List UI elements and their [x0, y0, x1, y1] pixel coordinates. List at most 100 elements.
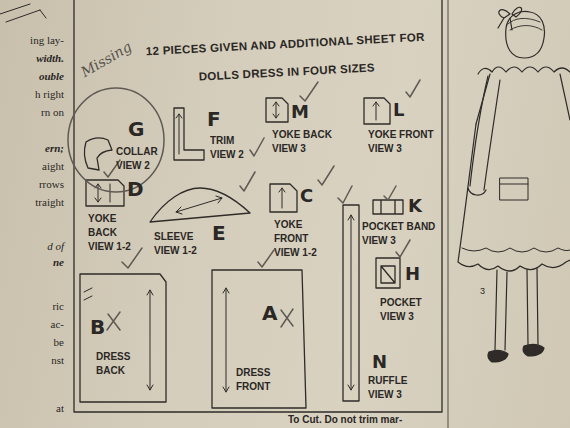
check-mark [258, 250, 274, 267]
pattern-piece: K POCKET BAND VIEW 3 [359, 193, 445, 251]
collar-piece [84, 138, 112, 170]
pattern-piece: D YOKE BACK VIEW 1-2 [85, 175, 147, 257]
margin-text: d of [47, 240, 64, 253]
dress-back-piece [80, 274, 166, 402]
sketch-fragment [0, 4, 46, 22]
dress-front-piece [212, 270, 306, 408]
margin-text: ern; [45, 142, 64, 155]
piece-label: COLLAR VIEW 2 [116, 145, 162, 173]
pattern-piece: E SLEEVE VIEW 1-2 [151, 219, 229, 261]
pocket-piece [376, 258, 400, 288]
margin-text: ing lay- [30, 34, 64, 47]
piece-letter: C [300, 186, 313, 206]
piece-letter: B [90, 316, 105, 338]
grain-arrow [279, 188, 285, 208]
pattern-piece: G COLLAR VIEW 2 [113, 115, 165, 176]
yoke-back-piece [266, 98, 288, 122]
margin-text: at [56, 402, 64, 415]
margin-text: ouble [39, 70, 64, 83]
piece-label: POCKET BAND VIEW 3 [362, 220, 442, 248]
handwritten-note: Missing [78, 38, 134, 80]
head [506, 12, 545, 58]
shoes [488, 344, 544, 362]
pocket-band-piece [373, 200, 403, 214]
piece-label: YOKE BACK VIEW 3 [272, 128, 338, 156]
margin-text: rn on [41, 106, 64, 119]
pattern-piece: H POCKET VIEW 3 [377, 261, 431, 327]
legs [495, 268, 538, 350]
pattern-piece: L YOKE FRONT VIEW 3 [365, 97, 443, 159]
piece-letter: N [372, 352, 387, 372]
piece-label: YOKE FRONT VIEW 1-2 [274, 218, 324, 260]
pencil-circle [68, 88, 164, 192]
piece-label: YOKE FRONT VIEW 3 [368, 128, 440, 156]
check-mark [338, 186, 352, 203]
yoke-front-piece [364, 98, 390, 124]
grain-arrow [176, 196, 222, 214]
piece-label: TRIM VIEW 2 [210, 134, 250, 162]
piece-letter: H [405, 264, 420, 284]
piece-label: YOKE BACK VIEW 1-2 [88, 212, 136, 254]
margin-text: ac- [51, 318, 64, 331]
sleeve-piece [150, 188, 250, 222]
collar-ruffle [478, 67, 570, 74]
piece-letter: A [262, 302, 277, 324]
margin-text: ne [53, 256, 64, 269]
margin-text: nst [51, 354, 64, 367]
grain-arrow [176, 114, 182, 154]
piece-label: SLEEVE VIEW 1-2 [154, 230, 206, 258]
piece-letter: D [127, 178, 144, 200]
hand [468, 188, 486, 195]
margin-text: width. [36, 52, 64, 65]
grain-arrow [273, 102, 279, 118]
piece-label: DRESS FRONT [236, 366, 278, 394]
trim-piece [174, 108, 204, 160]
piece-letter: G [128, 118, 144, 140]
hair [508, 18, 542, 30]
pattern-piece: F TRIM VIEW 2 [204, 105, 253, 165]
girl-illustration [458, 7, 570, 362]
hem-ruffle [462, 248, 570, 252]
cross-mark [107, 312, 120, 330]
cross-mark [281, 309, 293, 327]
margin-text: aight [42, 160, 64, 173]
notch-mark [84, 288, 92, 300]
grain-arrow [348, 215, 354, 390]
check-mark [300, 82, 318, 101]
check-mark [240, 172, 255, 191]
check-mark [318, 166, 334, 185]
margin-text: ric [52, 300, 64, 313]
margin-text: be [54, 336, 64, 349]
yoke-back-piece [86, 180, 124, 206]
grain-arrow [373, 102, 379, 120]
frame-border [74, 0, 442, 412]
hair-bow [498, 7, 522, 30]
pattern-piece: A DRESS FRONT [233, 299, 281, 397]
piece-label: RUFFLE VIEW 3 [368, 374, 414, 402]
piece-label: DRESS BACK [96, 350, 138, 378]
sheet-heading: 12 PIECES GIVEN AND ADDITIONAL SHEET FOR… [145, 23, 428, 94]
figure-number: 3 [480, 286, 485, 296]
pattern-piece: C YOKE FRONT VIEW 1-2 [271, 183, 327, 263]
piece-label: POCKET VIEW 3 [380, 296, 428, 324]
check-mark [406, 80, 420, 97]
instruction-text: To Cut. Do not trim mar- [288, 414, 402, 426]
pattern-piece: NRUFFLE VIEW 3 [365, 349, 417, 405]
piece-letter: E [212, 222, 226, 244]
piece-letter: K [408, 196, 422, 216]
pattern-piece: B DRESS BACK [87, 313, 141, 381]
grain-arrow [223, 288, 229, 392]
margin-text: h right [35, 88, 64, 101]
grain-arrow [95, 184, 110, 202]
piece-letter: M [291, 102, 309, 122]
check-mark [384, 186, 396, 200]
yoke-front-piece [270, 184, 297, 212]
check-mark [396, 240, 410, 257]
pattern-piece: M YOKE BACK VIEW 3 [269, 99, 341, 159]
piece-letter: F [207, 108, 221, 130]
piece-letter: L [393, 100, 404, 120]
ruffle-piece [343, 205, 359, 401]
grain-arrow [147, 290, 153, 390]
skirt [458, 124, 570, 271]
